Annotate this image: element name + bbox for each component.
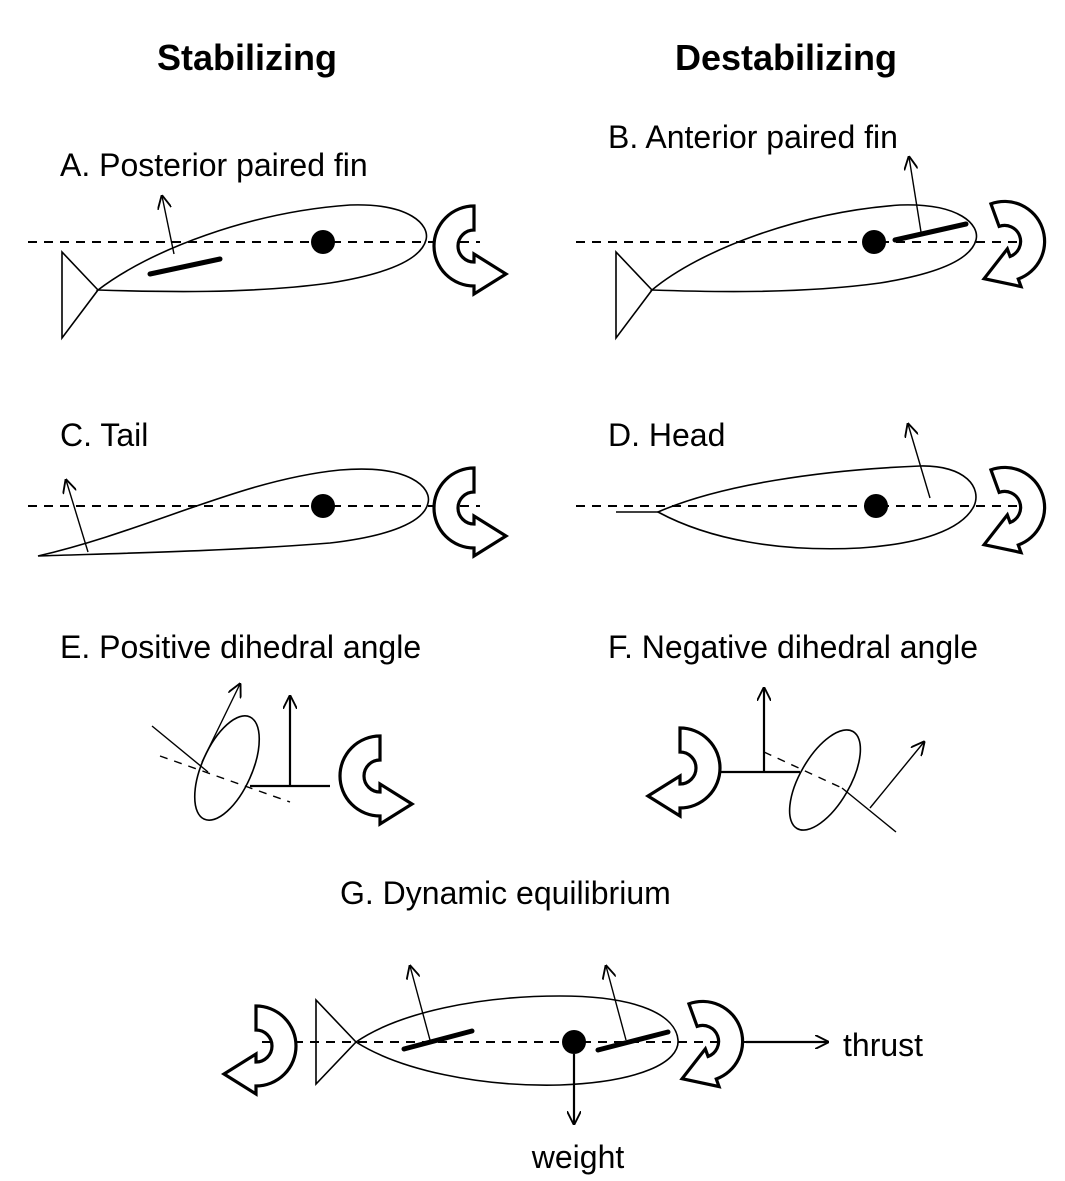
- center-of-mass-dot: [311, 230, 335, 254]
- panel-b: B. Anterior paired fin: [576, 119, 1061, 341]
- fish-body: [354, 995, 679, 1086]
- thrust-label: thrust: [843, 1027, 923, 1063]
- fish-body: [95, 204, 428, 293]
- panel-f: F. Negative dihedral angle: [608, 629, 978, 833]
- horizontal-reference: [763, 751, 843, 789]
- panel-e: E. Positive dihedral angle: [60, 629, 421, 826]
- tail-fin: [61, 249, 100, 341]
- lift-force-arrow: [909, 157, 922, 233]
- anterior-lift-arrow: [606, 966, 627, 1041]
- fin-right: [841, 787, 897, 833]
- tail-fin: [315, 998, 358, 1086]
- rotation-arrow-icon: [646, 726, 722, 818]
- center-of-mass-dot: [311, 494, 335, 518]
- destabilizing-heading: Destabilizing: [675, 37, 897, 78]
- panel-a: A. Posterior paired fin: [28, 147, 508, 341]
- rotation-arrow-icon: [432, 204, 508, 296]
- panel-c: C. Tail: [28, 417, 508, 558]
- posterior-paired-fin: [401, 1028, 475, 1052]
- panel-d: D. Head: [576, 417, 1061, 566]
- center-of-mass-dot: [864, 494, 888, 518]
- fin-force-arrow: [869, 742, 924, 809]
- anterior-paired-fin: [595, 1029, 671, 1053]
- panel-d-label: D. Head: [608, 417, 725, 453]
- fish-body: [656, 465, 977, 550]
- panel-g-label: G. Dynamic equilibrium: [340, 875, 671, 911]
- rotation-arrow-icon: [432, 466, 508, 558]
- paired-fin: [892, 221, 969, 243]
- lift-force-arrow: [162, 196, 175, 255]
- center-of-mass-dot: [862, 230, 886, 254]
- weight-label: weight: [531, 1139, 625, 1175]
- fish-body: [649, 204, 978, 293]
- panel-f-label: F. Negative dihedral angle: [608, 629, 978, 665]
- stabilizing-heading: Stabilizing: [157, 37, 337, 78]
- head-lift-arrow: [908, 424, 931, 499]
- paired-fin: [147, 256, 223, 277]
- fish-body: [37, 468, 430, 557]
- center-of-mass-dot: [562, 1030, 586, 1054]
- panel-b-label: B. Anterior paired fin: [608, 119, 898, 155]
- panel-c-label: C. Tail: [60, 417, 148, 453]
- horizontal-reference: [159, 755, 291, 803]
- panel-a-label: A. Posterior paired fin: [60, 147, 368, 183]
- panel-e-label: E. Positive dihedral angle: [60, 629, 421, 665]
- rotation-arrow-icon: [959, 454, 1061, 566]
- rotation-arrow-icon: [657, 988, 759, 1100]
- fin-left: [151, 725, 209, 773]
- rotation-arrow-icon: [959, 188, 1061, 300]
- posterior-lift-arrow: [410, 966, 431, 1041]
- rotation-arrow-icon: [338, 734, 414, 826]
- tail-fin: [615, 249, 654, 341]
- panel-g: G. Dynamic equilibrium thrust weight: [222, 875, 923, 1175]
- tail-lift-arrow: [66, 480, 89, 553]
- fin-force-arrow: [201, 684, 240, 763]
- rotation-arrow-icon: [222, 1004, 298, 1096]
